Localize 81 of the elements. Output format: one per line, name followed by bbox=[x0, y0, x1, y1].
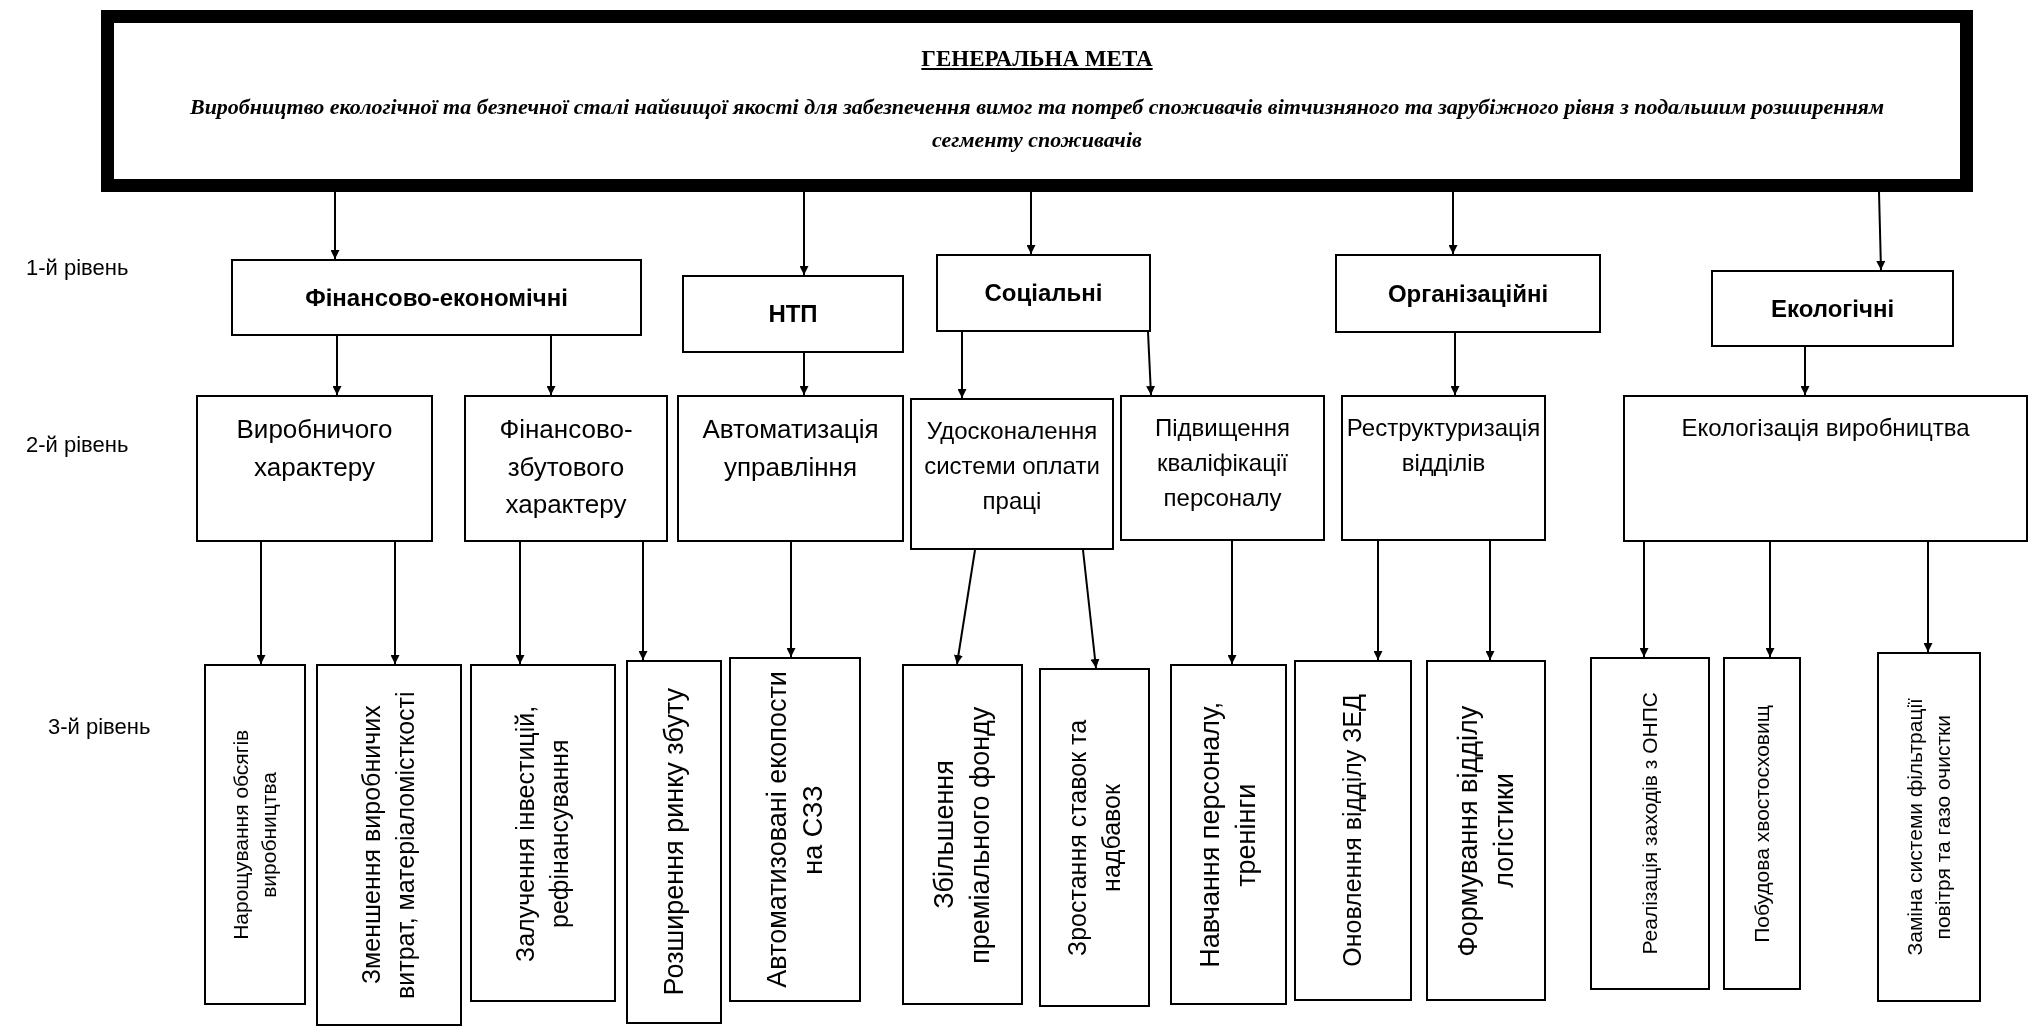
measure-label: Залучення інвестицій, рефінансування bbox=[510, 703, 574, 964]
measure-label: Оновлення відділу ЗЕД bbox=[1337, 694, 1368, 967]
arrow bbox=[332, 335, 342, 396]
measure-label: Нарощування обсягів виробництва bbox=[227, 728, 281, 942]
measure-label: Зменшення виробничих витрат, матеріаломісткості bbox=[356, 690, 420, 1001]
process-box bbox=[1120, 395, 1325, 541]
measure-label: Автоматизовані екопости на СЗЗ bbox=[760, 670, 829, 990]
process-box bbox=[682, 275, 904, 353]
arrow bbox=[1639, 541, 1649, 658]
level-label: 2-й рівень bbox=[26, 432, 129, 458]
arrow bbox=[515, 541, 525, 665]
arrow bbox=[1227, 540, 1237, 665]
subcategory-label: Підвищення кваліфікації персоналу bbox=[1153, 413, 1292, 513]
process-box bbox=[1590, 657, 1710, 990]
arrow bbox=[799, 191, 809, 276]
arrow bbox=[786, 541, 796, 658]
process-box bbox=[1039, 668, 1150, 1007]
arrow bbox=[390, 541, 400, 665]
subcategory-label: Автоматизація управління bbox=[701, 413, 880, 484]
measure-label: Формування відділу логістики bbox=[1451, 704, 1520, 958]
category-label: Організаційні bbox=[1387, 279, 1549, 308]
process-box bbox=[204, 664, 306, 1005]
category-label: Фінансово-економічні bbox=[305, 283, 568, 312]
category-label: НТП bbox=[768, 300, 818, 328]
process-box bbox=[936, 254, 1151, 332]
measure-label: Заміна системи фільтрації повітря та газо очистки bbox=[1901, 697, 1955, 958]
process-box bbox=[1335, 254, 1601, 333]
arrow bbox=[1765, 541, 1775, 658]
process-box bbox=[1623, 395, 2028, 542]
subcategory-label: Екологізація виробництва bbox=[1681, 413, 1970, 443]
goal-heading: ГЕНЕРАЛЬНА МЕТА bbox=[921, 46, 1153, 72]
measure-label: Побудова хвостосховищ bbox=[1748, 704, 1774, 943]
subcategory-label: Виробничого характеру bbox=[235, 413, 394, 484]
arrow bbox=[1146, 331, 1156, 396]
process-box bbox=[464, 395, 668, 542]
measure-label: Зростання ставок та надбавок bbox=[1061, 718, 1126, 958]
arrow bbox=[256, 541, 266, 665]
subcategory-label: Фінансово-збутового характеру bbox=[498, 413, 634, 522]
process-box bbox=[470, 664, 616, 1002]
process-box bbox=[1723, 657, 1801, 990]
measure-label: Збільшення преміального фонду bbox=[928, 704, 997, 966]
process-box bbox=[196, 395, 433, 542]
process-box bbox=[677, 395, 904, 542]
category-label: Екологічні bbox=[1770, 294, 1895, 323]
measure-label: Розширення ринку збуту bbox=[657, 688, 690, 996]
arrow bbox=[330, 191, 340, 260]
process-box bbox=[902, 664, 1023, 1005]
arrow bbox=[638, 541, 648, 661]
arrow bbox=[1082, 549, 1100, 669]
process-box bbox=[910, 398, 1114, 550]
level-label: 3-й рівень bbox=[48, 714, 151, 740]
arrow bbox=[1448, 191, 1458, 255]
category-label: Соціальні bbox=[984, 279, 1103, 307]
goal-box bbox=[101, 10, 1973, 192]
arrow bbox=[1485, 540, 1495, 661]
measure-label: Реалізація заходів з ОНПС bbox=[1636, 692, 1662, 955]
subcategory-label: Удосконалення системи оплати праці bbox=[923, 416, 1101, 516]
arrow bbox=[957, 331, 967, 399]
arrow bbox=[1923, 541, 1933, 653]
subcategory-label: Реструктуризація відділів bbox=[1346, 413, 1541, 478]
process-box bbox=[1877, 652, 1981, 1002]
process-box bbox=[1341, 395, 1546, 541]
goal-description: Виробництво екологічної та безпечної сталі найвищої якості для забезпечення вимог та потреб споживачів вітчизняного та зарубіжного рівня з подальшим розширенням сегменту споживачів bbox=[188, 93, 1886, 154]
process-box bbox=[729, 657, 861, 1002]
arrow bbox=[1450, 332, 1460, 396]
process-box bbox=[1426, 660, 1546, 1001]
arrow bbox=[546, 335, 556, 396]
arrow bbox=[953, 549, 976, 665]
arrow bbox=[1800, 346, 1810, 396]
process-box bbox=[231, 259, 642, 336]
measure-label: Навчання персоналу, тренінги bbox=[1194, 700, 1263, 970]
arrow bbox=[1373, 540, 1383, 661]
process-box bbox=[1294, 660, 1412, 1001]
process-box bbox=[316, 664, 462, 1026]
level-label: 1-й рівень bbox=[26, 255, 129, 281]
process-box bbox=[1170, 664, 1287, 1005]
arrow bbox=[1876, 191, 1886, 271]
arrow bbox=[1026, 191, 1036, 255]
process-box bbox=[1711, 270, 1954, 347]
process-box bbox=[626, 660, 722, 1024]
arrow bbox=[799, 352, 809, 396]
